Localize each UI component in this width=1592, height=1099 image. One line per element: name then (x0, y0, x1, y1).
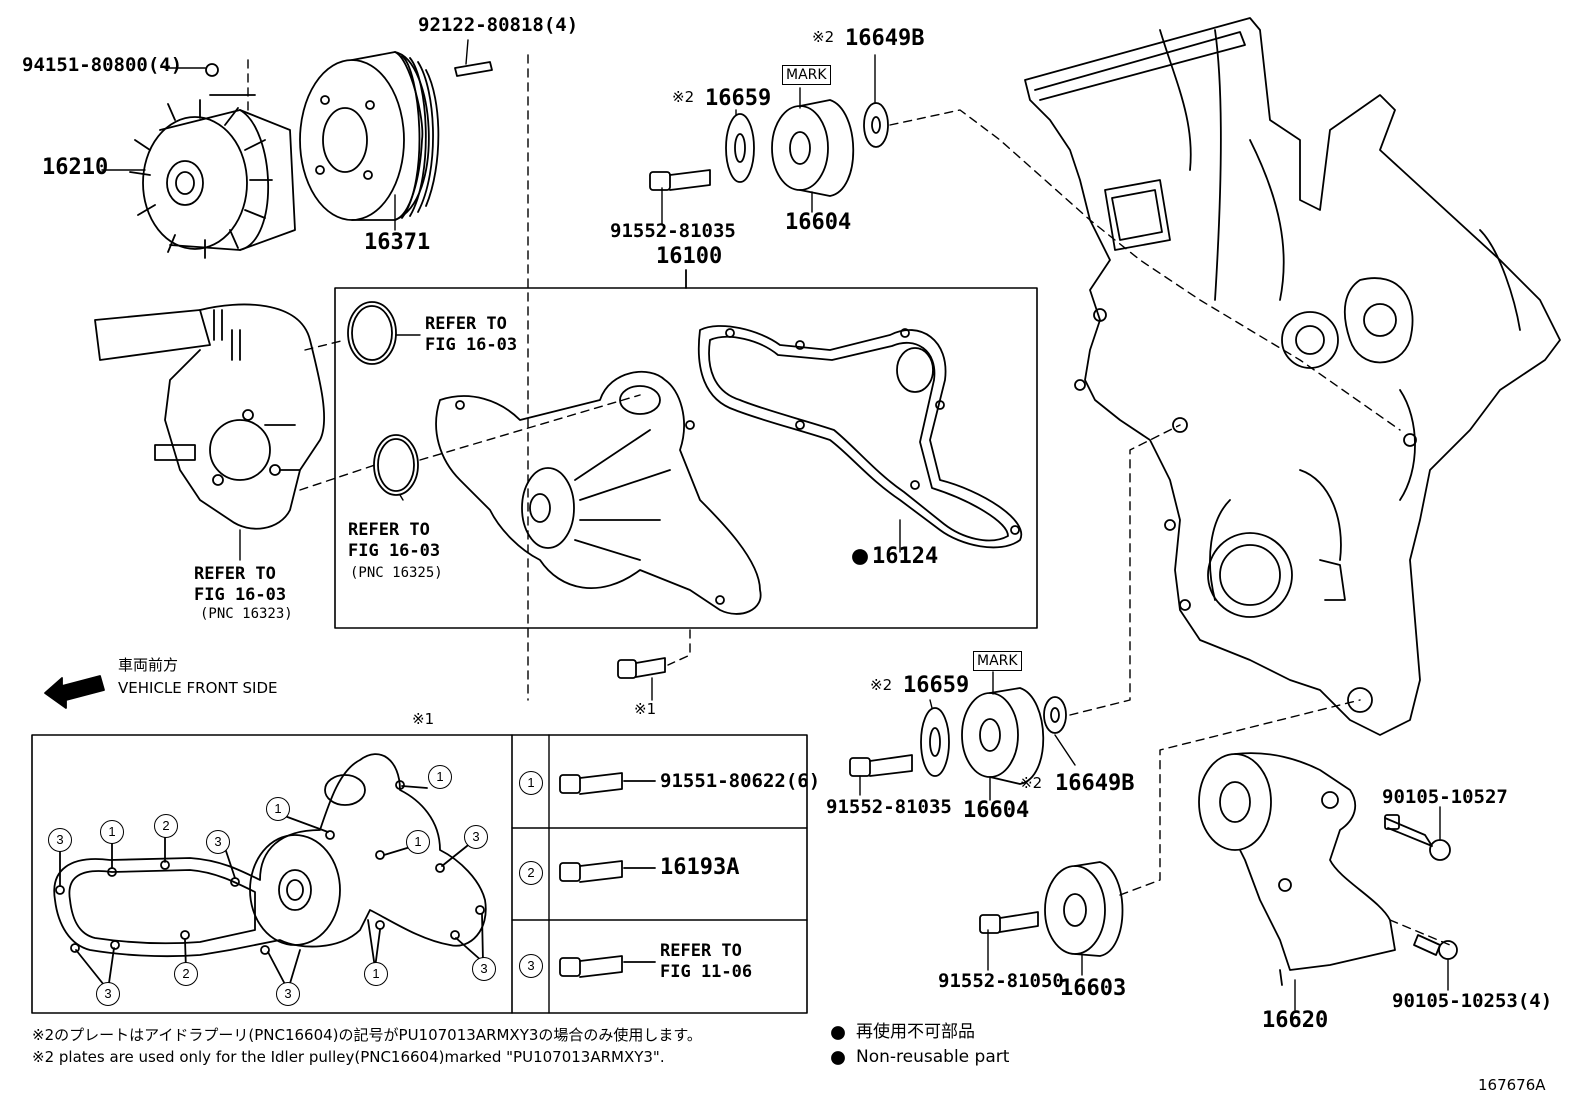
callout-3: 3 (276, 982, 300, 1006)
label-16371: 16371 (364, 230, 431, 255)
label-16124: 16124 (872, 544, 939, 569)
o-ring-2 (373, 434, 419, 496)
label-16620: 16620 (1262, 1008, 1329, 1033)
label-91552-81050: 91552-81050 (938, 970, 1064, 992)
callout-3: 3 (206, 830, 230, 854)
callout-1: 1 (364, 962, 388, 986)
label-90105-10253: 90105-10253(4) (1392, 990, 1553, 1012)
legend-en: Non-reusable part (856, 1047, 1010, 1067)
non-reusable-dot (852, 549, 868, 565)
label-16659-top: 16659 (705, 86, 772, 111)
label-90105-10527: 90105-10527 (1382, 786, 1508, 808)
callout-3: 3 (96, 982, 120, 1006)
key-callout-3: 3 (519, 954, 543, 978)
water-inlet-housing-drawing (94, 303, 326, 530)
label-16100: 16100 (656, 244, 723, 269)
note-mark-16659-top: ※2 (672, 88, 695, 106)
ref-oring-1: REFER TO FIG 16-03 (425, 314, 518, 355)
note-mark-16649b-bot: ※2 (1020, 774, 1043, 792)
water-pump-drawing (435, 371, 762, 615)
callout-1: 1 (100, 820, 124, 844)
key-part-2: 16193A (660, 855, 740, 880)
label-16603: 16603 (1060, 976, 1127, 1001)
callout-3: 3 (464, 825, 488, 849)
mark-box-top: MARK (782, 65, 831, 85)
o-ring-1 (347, 301, 397, 365)
callout-1: 1 (406, 830, 430, 854)
idler-pulley-bottom-drawing (849, 687, 1067, 785)
label-16659-bot: 16659 (903, 673, 970, 698)
front-arrow (44, 675, 105, 709)
timing-cover-drawing (1024, 17, 1561, 736)
label-16649b-bot: 16649B (1055, 771, 1135, 796)
bullet-jp (831, 1026, 845, 1040)
bolt-mark1-drawing (617, 657, 666, 679)
bullet-en (831, 1051, 845, 1065)
callout-2: 2 (174, 962, 198, 986)
pulley-drawing (299, 51, 440, 221)
fan-coupling-drawing (129, 63, 296, 259)
detail-panel (31, 734, 808, 1014)
callout-3: 3 (472, 957, 496, 981)
ref-housing: REFER TO FIG 16-03 (194, 564, 287, 605)
front-label-en: VEHICLE FRONT SIDE (118, 679, 278, 697)
dashed-assembly-lines (247, 54, 1451, 946)
footnote-en: ※2 plates are used only for the Idler pu… (32, 1048, 665, 1066)
label-91552-81035-mid: 91552-81035 (826, 796, 952, 818)
stud-drawing (454, 61, 493, 77)
callout-3: 3 (48, 828, 72, 852)
key-part-1: 91551-80622(6) (660, 770, 821, 792)
callout-2: 2 (154, 814, 178, 838)
ref-oring-2-pnc: (PNC 16325) (350, 565, 443, 581)
front-label-jp: 車両前方 (118, 656, 179, 674)
label-16649b-top: 16649B (845, 26, 925, 51)
label-16210: 16210 (42, 155, 109, 180)
label-16604-bot: 16604 (963, 798, 1030, 823)
key-part-3-ref: REFER TO FIG 11-06 (660, 941, 753, 982)
footnote-jp: ※2のプレートはアイドラプーリ(PNC16604)の記号がPU107013ARM… (32, 1026, 702, 1044)
detail-title: ※1 (412, 710, 435, 728)
key-callout-2: 2 (519, 861, 543, 885)
gasket-drawing (697, 325, 1023, 549)
figure-id: 167676A (1478, 1076, 1546, 1094)
label-92122-80818: 92122-80818(4) (418, 14, 579, 36)
label-16604-top: 16604 (785, 210, 852, 235)
legend-jp: 再使用不可部品 (856, 1022, 975, 1042)
label-94151-80800: 94151-80800(4) (22, 54, 183, 76)
idler-pulley-top-drawing (649, 99, 889, 197)
label-mark1-bolt: ※1 (634, 700, 657, 718)
ref-housing-pnc: (PNC 16323) (200, 606, 293, 622)
mark-box-bottom: MARK (973, 651, 1022, 671)
leader-lines (101, 39, 1449, 1011)
key-callout-1: 1 (519, 771, 543, 795)
label-91552-81035-top: 91552-81035 (610, 220, 736, 242)
callout-1: 1 (428, 765, 452, 789)
idler-pulley-16603-drawing (979, 861, 1124, 957)
ref-oring-2: REFER TO FIG 16-03 (348, 520, 441, 561)
callout-1: 1 (266, 797, 290, 821)
note-mark-16659-bot: ※2 (870, 676, 893, 694)
note-mark-16649b-top: ※2 (812, 28, 835, 46)
